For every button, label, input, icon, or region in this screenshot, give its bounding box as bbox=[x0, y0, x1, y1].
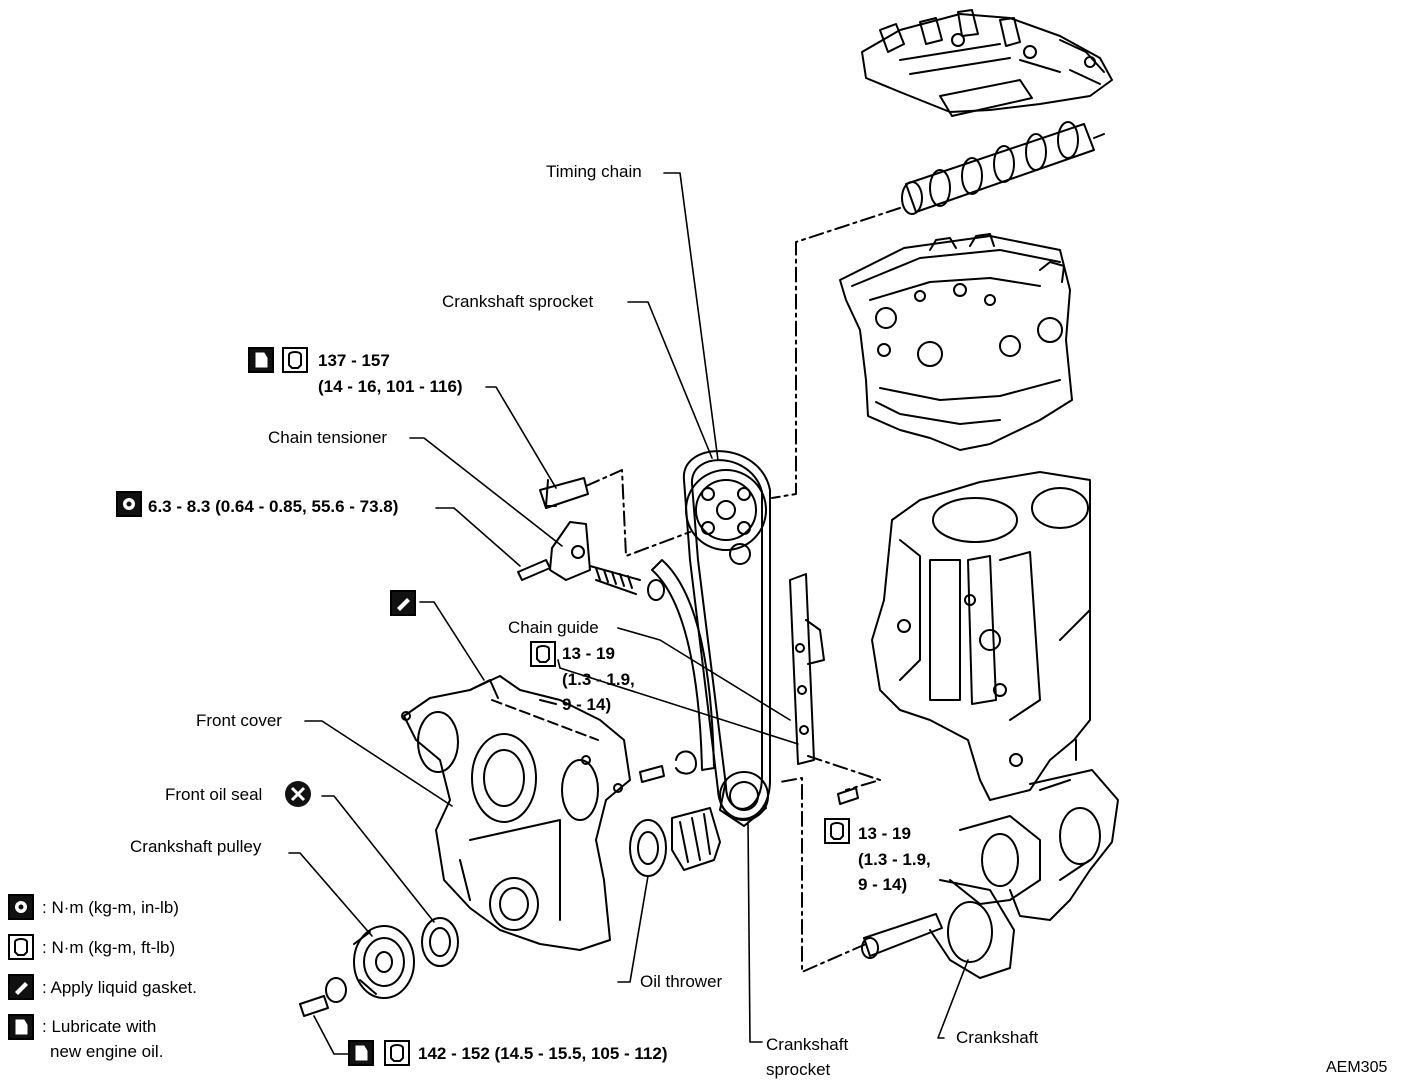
rocker-shaft-assembly bbox=[861, 9, 1113, 117]
legend-liquid-gasket: : Apply liquid gasket. bbox=[42, 978, 197, 997]
pulley-bolt-torque: 142 - 152 (14.5 - 15.5, 105 - 112) bbox=[418, 1044, 668, 1063]
legend-lubricate-1: : Lubricate with bbox=[42, 1017, 157, 1036]
chain-guide-part bbox=[651, 559, 825, 775]
oil-thrower-label: Oil thrower bbox=[640, 972, 723, 991]
cylinder-head bbox=[839, 233, 1073, 451]
torque-inlb-icon bbox=[8, 894, 34, 920]
torque-inlb-icon bbox=[116, 491, 142, 517]
torque-ftlb-icon bbox=[282, 347, 308, 373]
right-bolt-torque: 13 - 19 bbox=[858, 824, 911, 843]
crankshaft-sprocket-bottom-label-1: Crankshaft bbox=[766, 1035, 849, 1054]
front-cover-label: Front cover bbox=[196, 711, 282, 730]
cylinder-block bbox=[871, 471, 1091, 801]
timing-chain-label: Timing chain bbox=[546, 162, 642, 181]
upper-bolt-torque-units: (14 - 16, 101 - 116) bbox=[318, 377, 463, 396]
crankshaft-label: Crankshaft bbox=[956, 1028, 1039, 1047]
front-oil-seal-part bbox=[421, 917, 459, 967]
chain-guide-torque-units-1: (1.3 - 1.9, bbox=[562, 670, 635, 689]
torque-ftlb-icon bbox=[8, 934, 34, 960]
liquid-gasket-icon bbox=[8, 974, 34, 1000]
lubricate-oil-icon bbox=[8, 1014, 34, 1040]
right-bolt-torque-units-1: (1.3 - 1.9, bbox=[858, 850, 931, 869]
crankshaft-pulley-label: Crankshaft pulley bbox=[130, 837, 262, 856]
camshaft bbox=[901, 121, 1105, 215]
legend-nm-ftlb: : N·m (kg-m, ft-lb) bbox=[42, 938, 176, 957]
chain-guide-label: Chain guide bbox=[508, 618, 599, 637]
torque-ftlb-icon bbox=[384, 1040, 410, 1066]
figure-code: AEM305 bbox=[1326, 1059, 1388, 1076]
crankshaft-sprocket-top-label: Crankshaft sprocket bbox=[442, 292, 594, 311]
leader-lines bbox=[288, 172, 969, 1055]
front-oil-seal-label: Front oil seal bbox=[165, 785, 263, 804]
crankshaft-sprocket-bottom-label-2: sprocket bbox=[766, 1060, 831, 1079]
crankshaft-part bbox=[861, 769, 1119, 979]
torque-ftlb-icon bbox=[530, 641, 556, 667]
liquid-gasket-icon bbox=[390, 590, 416, 616]
upper-bolt-torque: 137 - 157 bbox=[318, 351, 390, 370]
lubricate-oil-icon bbox=[248, 347, 274, 373]
chain-tensioner-part bbox=[517, 477, 665, 601]
legend-nm-inlb: : N·m (kg-m, in-lb) bbox=[42, 898, 179, 917]
lubricate-oil-icon bbox=[348, 1040, 374, 1066]
torque-ftlb-icon bbox=[824, 818, 850, 844]
crankshaft-pulley-part bbox=[299, 925, 415, 1017]
oil-thrower-part bbox=[629, 807, 721, 877]
chain-tensioner-label: Chain tensioner bbox=[268, 428, 388, 447]
right-bolt-torque-units-2: 9 - 14) bbox=[858, 875, 908, 894]
crankshaft-sprocket-part bbox=[719, 771, 769, 827]
replace-part-icon bbox=[284, 780, 312, 808]
front-cover-part bbox=[401, 675, 631, 951]
tensioner-bolt-torque: 6.3 - 8.3 (0.64 - 0.85, 55.6 - 73.8) bbox=[148, 497, 399, 516]
legend-lubricate-2: new engine oil. bbox=[50, 1042, 164, 1061]
chain-guide-torque: 13 - 19 bbox=[562, 644, 615, 663]
chain-guide-torque-units-2: 9 - 14) bbox=[562, 695, 612, 714]
